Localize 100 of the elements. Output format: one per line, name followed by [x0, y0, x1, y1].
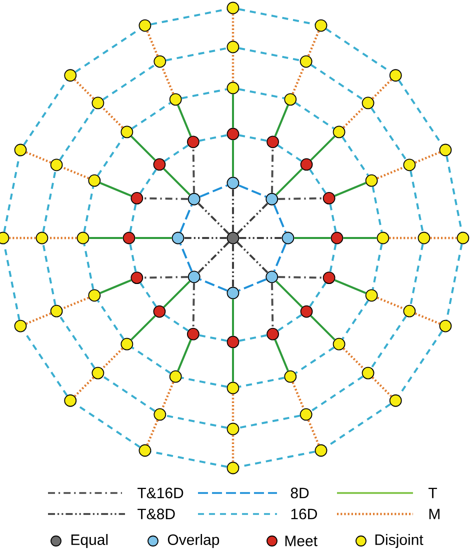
connector-line — [236, 202, 268, 234]
circle-node — [322, 192, 336, 204]
connector-line — [198, 202, 230, 234]
connector-line — [3, 156, 20, 232]
connector-line — [232, 435, 234, 462]
connector-line — [48, 236, 77, 240]
connector-line — [326, 403, 392, 448]
circle-node — [187, 328, 200, 340]
connector-line — [270, 283, 274, 328]
connector-line — [42, 170, 56, 232]
connector-line — [132, 102, 171, 130]
connector-line — [238, 134, 267, 142]
connector-line — [26, 312, 52, 325]
circle-node — [418, 232, 430, 244]
connector-line — [140, 282, 157, 307]
connector-line — [97, 136, 124, 176]
circle-node — [50, 158, 63, 172]
connector-line — [329, 204, 337, 232]
legend-label: Disjoint — [375, 534, 424, 548]
connector-line — [307, 420, 320, 446]
legend-label: Overlap — [168, 534, 220, 548]
connector-line — [26, 151, 52, 164]
connector-line — [177, 339, 192, 372]
connector-line — [238, 450, 316, 468]
connector-line — [163, 168, 190, 196]
circle-node — [314, 444, 328, 457]
legend-label: T&8D — [138, 508, 175, 520]
connector-line — [100, 279, 132, 294]
connector-line — [100, 182, 132, 197]
connector-line — [446, 156, 463, 232]
circle-node — [187, 136, 200, 148]
circle-node — [266, 136, 279, 148]
connector-line — [132, 346, 171, 374]
connector-line — [277, 314, 302, 332]
connector-line — [278, 276, 323, 279]
legend-label: 8D — [290, 488, 309, 498]
circle-node — [300, 305, 313, 318]
connector-line — [372, 186, 383, 232]
circle-node — [284, 93, 297, 106]
connector-line — [414, 151, 440, 164]
circle-node — [88, 289, 101, 302]
connector-line — [238, 414, 300, 429]
connector-line — [389, 236, 418, 240]
circle-node — [188, 270, 200, 284]
connector-line — [370, 108, 407, 160]
circle-node — [88, 174, 101, 187]
connector-line — [181, 376, 228, 388]
circle-node — [138, 19, 152, 32]
connector-line — [295, 346, 334, 374]
circle-node — [266, 270, 278, 284]
connector-line — [164, 144, 189, 162]
circle-node — [439, 320, 452, 332]
circle-node — [300, 55, 312, 68]
circle-node — [120, 338, 134, 350]
connector-line — [376, 296, 404, 310]
connector-line — [198, 242, 230, 274]
connector-line — [102, 348, 124, 370]
connector-line — [163, 280, 190, 308]
connector-line — [166, 47, 228, 62]
connector-line — [372, 244, 383, 290]
connector-line — [150, 450, 228, 468]
connector-line — [42, 244, 56, 306]
circle-node — [403, 158, 416, 172]
connector-line — [398, 80, 443, 146]
connector-line — [342, 348, 364, 370]
connector-line — [307, 30, 320, 56]
connector-line — [310, 136, 336, 161]
circle-node — [36, 232, 48, 244]
circle-node — [64, 69, 77, 82]
connector-line — [446, 244, 463, 320]
connector-line — [232, 140, 234, 177]
connector-line — [192, 148, 195, 193]
circle-node — [330, 232, 344, 244]
connector-line — [143, 197, 188, 200]
connector-line — [273, 243, 287, 272]
legend-label: Meet — [285, 536, 318, 546]
connector-line — [414, 312, 440, 325]
circle-node — [153, 305, 166, 318]
circle-node — [64, 394, 77, 407]
connector-line — [274, 339, 289, 372]
connector-line — [166, 414, 228, 429]
connector-line — [232, 394, 234, 423]
connector-line — [238, 8, 316, 26]
circle-node — [76, 232, 90, 244]
connector-line — [83, 186, 94, 232]
legend-label: Equal — [71, 534, 108, 548]
connector-line — [232, 189, 234, 232]
connector-line — [146, 420, 159, 446]
circle-node — [226, 128, 240, 140]
connector-line — [9, 236, 36, 240]
connector-line — [146, 30, 159, 56]
legend-label: 16D — [291, 508, 317, 520]
connector-line — [372, 78, 392, 100]
circle-node — [403, 304, 416, 318]
connector-line — [310, 315, 336, 340]
connector-line — [294, 237, 331, 239]
circle-node — [439, 144, 452, 156]
connector-line — [97, 300, 124, 340]
connector-line — [239, 237, 282, 239]
connector-line — [143, 276, 188, 279]
